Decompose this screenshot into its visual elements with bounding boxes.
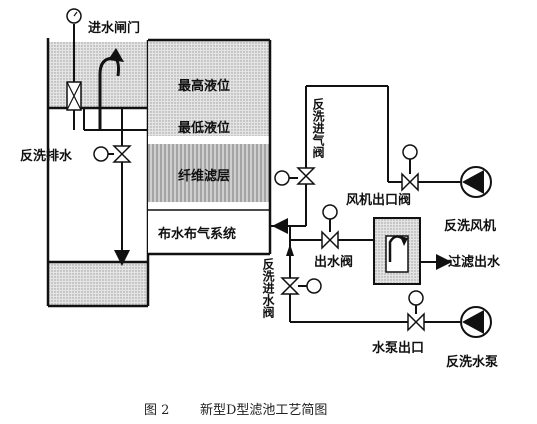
fan-outlet-gauge-icon [402, 144, 418, 160]
backwash-inlet-gauge-icon [306, 278, 322, 294]
label-backwash-air-valve: 反洗进气阀 [311, 97, 325, 159]
fan-outlet-valve [401, 144, 419, 192]
caption-title: 新型D型滤池工艺简图 [200, 402, 327, 418]
label-backwash-fan: 反洗风机 [444, 218, 496, 234]
backwash-drain-gauge-icon [93, 146, 109, 162]
effluent-box [373, 217, 421, 285]
backwash-drain-valve [93, 108, 132, 266]
inlet-gate [66, 24, 82, 130]
backwash-inlet-valve [280, 244, 322, 295]
backwash-pump [460, 306, 492, 338]
pump-outlet-valve [407, 290, 425, 332]
outlet-valve [321, 204, 339, 250]
left-channel [46, 38, 150, 308]
label-backwash-pump: 反洗水泵 [446, 354, 498, 370]
caption-figure-number: 图 2 [144, 403, 169, 418]
label-outlet-valve: 出水阀 [314, 254, 353, 270]
label-backwash-inlet-valve: 反洗进水阀 [261, 257, 275, 319]
label-fiber-layer: 纤维滤层 [178, 168, 230, 184]
filter-tank [148, 38, 272, 256]
label-pump-outlet: 水泵出口 [372, 340, 424, 356]
label-fan-outlet-valve: 风机出口阀 [346, 192, 411, 208]
backwash-air-gauge-icon [274, 170, 290, 186]
label-lowest-level: 最低液位 [178, 120, 230, 136]
label-inlet-valve: 进水闸门 [88, 20, 140, 36]
label-highest-level: 最高液位 [178, 78, 230, 94]
label-distribution-system: 布水布气系统 [158, 226, 236, 242]
label-filtered-effluent: 过滤出水 [448, 254, 501, 270]
fiber-filter-layer [148, 144, 270, 202]
label-backwash-drain: 反洗排水 [20, 148, 73, 164]
backwash-air-valve [274, 167, 316, 186]
outlet-valve-gauge-icon [322, 204, 338, 220]
backwash-fan [460, 166, 492, 198]
pump-outlet-gauge-icon [408, 290, 424, 306]
